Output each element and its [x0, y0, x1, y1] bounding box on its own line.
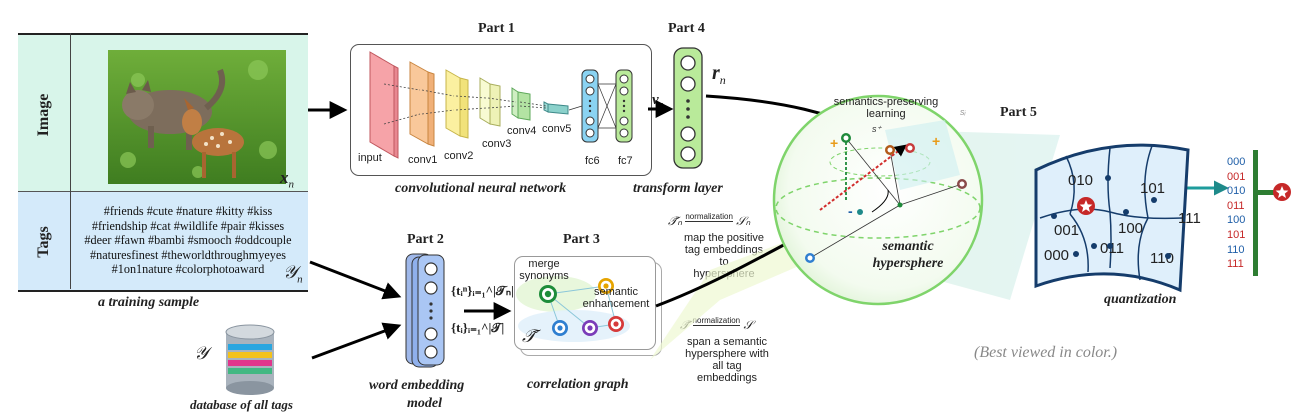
quant-cell-011: 011	[1100, 240, 1124, 257]
svg-text:-: -	[848, 203, 853, 219]
code-item: 101	[1227, 228, 1246, 241]
database-caption: database of all tags	[190, 397, 293, 412]
code-item: 001	[1227, 170, 1246, 183]
cnn-caption: convolutional neural network	[395, 181, 567, 196]
code-item: 111	[1227, 258, 1244, 271]
correlation-graph	[516, 276, 630, 342]
training-sample-caption: a training sample	[98, 295, 200, 310]
word-embedding-model	[405, 253, 445, 368]
cnn-diagram	[369, 51, 633, 159]
code-item: 000	[1227, 156, 1246, 168]
transform-layer	[673, 47, 703, 169]
cat-and-fawn-photo	[108, 50, 286, 184]
code-item: 100	[1227, 214, 1246, 227]
quant-cell-001: 001	[1054, 222, 1080, 239]
tag-list: #friends #cute #nature #kitty #kiss #fri…	[84, 204, 292, 277]
best-viewed-note: (Best viewed in color.)	[974, 344, 1118, 361]
svg-text:+: +	[932, 133, 940, 149]
svg-text:+: +	[830, 135, 838, 151]
tags-row	[18, 191, 308, 292]
r-n-label: rn	[712, 62, 726, 87]
cnn-box	[350, 44, 652, 176]
code-star-icon	[1273, 183, 1291, 201]
x-n-label: xn	[280, 168, 294, 191]
quantization-points	[1051, 175, 1171, 259]
quant-cell-111: 111	[1178, 210, 1201, 227]
layer-label-conv5: conv5	[542, 123, 572, 135]
part2-title: Part 2	[407, 232, 444, 247]
part3-title: Part 3	[563, 232, 600, 247]
part4-title: Part 4	[668, 21, 705, 36]
layer-label-conv1: conv1	[408, 154, 438, 166]
code-bar	[1253, 150, 1258, 276]
layer-label-fc7: fc7	[618, 155, 633, 167]
transform-caption: transform layer	[633, 181, 723, 196]
emb-n-label: {tᵢⁿ}ᵢ₌₁^|𝒯ₙ|	[451, 283, 514, 298]
layer-label-conv4: conv4	[507, 125, 537, 137]
part1-title: Part 1	[478, 21, 515, 36]
layer-label-conv3: conv3	[482, 138, 512, 150]
code-bar-branch	[1258, 190, 1282, 195]
quant-cell-010: 010	[1068, 172, 1094, 189]
quant-cell-000: 000	[1044, 247, 1070, 264]
t-tilde-symbol: 𝒯̃	[522, 326, 536, 346]
database-icon	[225, 324, 275, 395]
layer-label-input: input	[358, 152, 382, 164]
quant-cell-101: 101	[1140, 180, 1166, 197]
quant-cell-100: 100	[1118, 220, 1144, 237]
code-list: 000 001 010 011 100 101 110 111	[1227, 155, 1245, 272]
layer-label-conv2: conv2	[444, 150, 474, 162]
svg-text:sᵢ: sᵢ	[960, 107, 967, 117]
embedding-caption-line2: model	[407, 396, 442, 411]
top-mapping: 𝒯̃ₙ normalization 𝒮ₙ	[668, 212, 751, 228]
emb-all-label: {tᵢ}ᵢ₌₁^|𝒯|	[451, 320, 505, 335]
code-item: 010	[1227, 185, 1246, 198]
correlation-caption: correlation graph	[527, 377, 629, 392]
part5-title: Part 5	[1000, 105, 1037, 120]
code-item: 011	[1227, 199, 1245, 212]
row-divider	[70, 33, 71, 289]
database-symbol: 𝒴	[194, 343, 209, 363]
svg-text:s⁺: s⁺	[872, 124, 883, 134]
embedding-caption-line1: word embedding	[369, 378, 465, 393]
code-item: 110	[1227, 243, 1245, 256]
quantization-caption: quantization	[1104, 292, 1177, 307]
y-n-label: 𝒴n	[283, 262, 303, 286]
layer-label-fc6: fc6	[585, 155, 600, 167]
